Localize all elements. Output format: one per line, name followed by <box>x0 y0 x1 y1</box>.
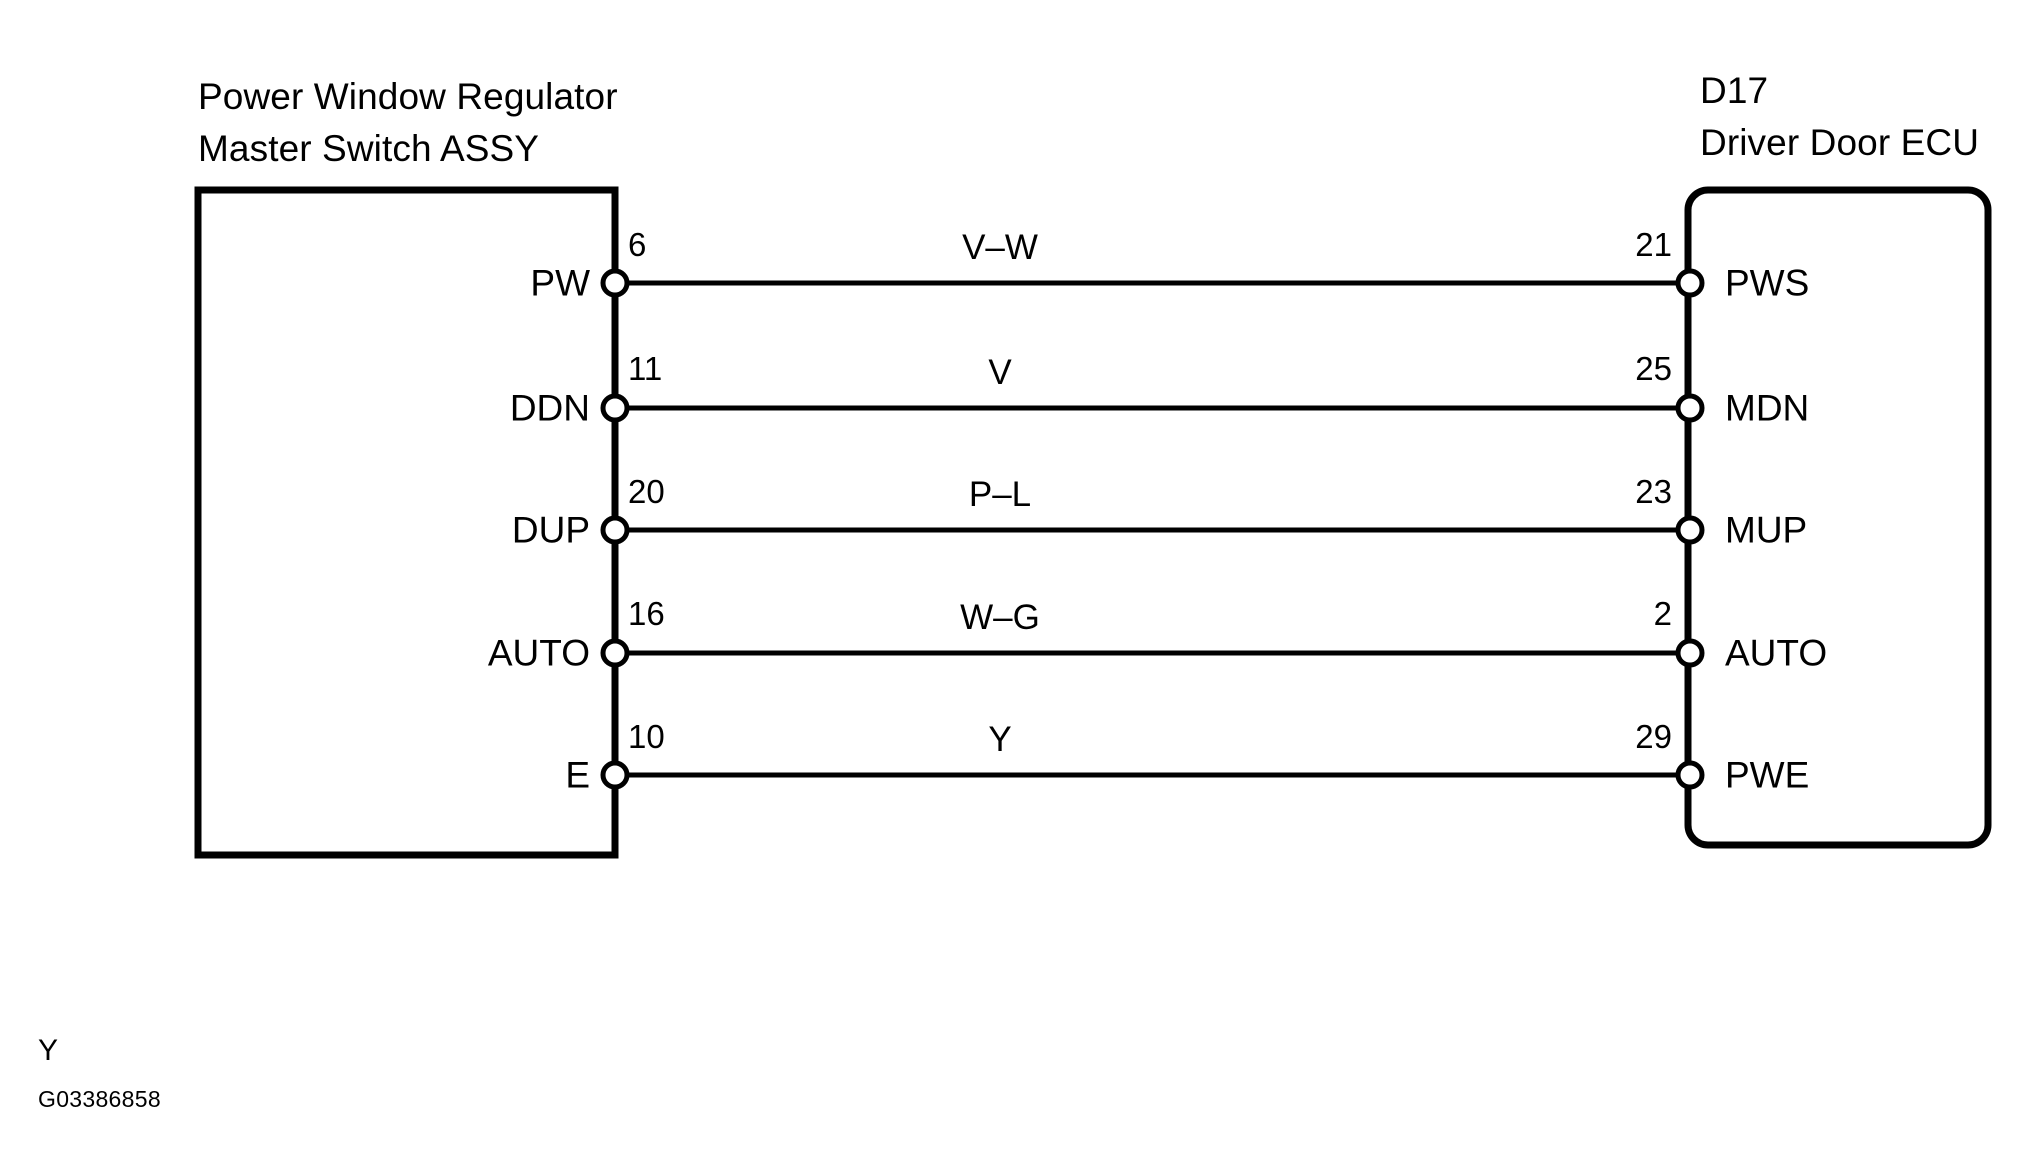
left-terminal-label-pw: PW <box>530 262 590 304</box>
right-terminal-label-mdn: MDN <box>1725 387 1810 429</box>
left-pin-number-10: 10 <box>628 718 665 755</box>
wire-color-label-4: W–G <box>960 598 1040 637</box>
left-pin-number-11: 11 <box>628 350 663 387</box>
right-pin-number-25: 25 <box>1635 350 1672 387</box>
right-terminal-pwe <box>1675 760 1705 790</box>
left-terminal-label-ddn: DDN <box>509 387 590 429</box>
left-terminal-ddn <box>600 393 630 423</box>
right-pin-number-29: 29 <box>1635 718 1672 755</box>
left-terminal-label-e: E <box>565 754 590 796</box>
left-component-name-line2: Master Switch ASSY <box>198 128 540 169</box>
wire-color-label-5: Y <box>988 720 1012 759</box>
right-terminal-pws <box>1675 268 1705 298</box>
right-terminal-mup <box>1675 515 1705 545</box>
left-pin-number-16: 16 <box>628 595 665 632</box>
right-pin-number-21: 21 <box>1635 226 1672 263</box>
footer-letter: Y <box>38 1034 59 1067</box>
right-component-code: D17 <box>1700 70 1769 111</box>
left-terminal-dup <box>600 515 630 545</box>
wire-group <box>615 280 1690 778</box>
wire-color-label-3: P–L <box>968 475 1032 514</box>
right-terminal-auto <box>1675 638 1705 668</box>
left-pin-number-20: 20 <box>628 473 665 510</box>
right-pin-number-23: 23 <box>1635 473 1672 510</box>
right-terminal-group <box>1675 268 1705 790</box>
right-terminal-label-auto: AUTO <box>1725 632 1828 674</box>
left-terminal-label-dup: DUP <box>511 509 590 551</box>
right-pin-number-2: 2 <box>1653 595 1672 632</box>
left-terminal-label-auto: AUTO <box>487 632 590 674</box>
right-component-name: Driver Door ECU <box>1700 122 1980 163</box>
footer-figure-id: G03386858 <box>38 1086 161 1112</box>
right-terminal-label-mup: MUP <box>1725 509 1808 551</box>
wire-color-label-2: V <box>988 353 1012 392</box>
left-terminal-pw <box>600 268 630 298</box>
right-terminal-mdn <box>1675 393 1705 423</box>
left-terminal-auto <box>600 638 630 668</box>
right-terminal-label-pws: PWS <box>1725 262 1810 304</box>
left-pin-number-6: 6 <box>628 226 647 263</box>
wire-color-label-1: V–W <box>962 228 1038 267</box>
left-terminal-group <box>600 268 630 790</box>
right-terminal-label-pwe: PWE <box>1725 754 1810 796</box>
left-terminal-e <box>600 760 630 790</box>
left-component-name-line1: Power Window Regulator <box>198 76 618 117</box>
